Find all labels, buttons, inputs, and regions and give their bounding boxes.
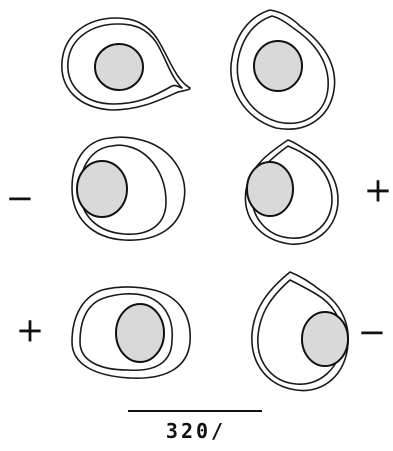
polarity-sign-middle-left: −: [6, 179, 35, 219]
cell-middle-left: [72, 137, 185, 240]
cell-bottom-left: [72, 287, 190, 378]
cell-bottom-right: [252, 272, 348, 391]
cell-bottom-right-nucleus: [302, 312, 348, 366]
cell-bottom-left-nucleus: [116, 304, 164, 362]
polarity-sign-middle-right: +: [364, 171, 393, 211]
cell-top-left: [62, 18, 190, 110]
cell-top-right: [231, 10, 335, 129]
cell-top-right-nucleus: [254, 41, 302, 91]
scale-bar-label: 320/: [166, 419, 226, 443]
cell-middle-left-nucleus: [77, 161, 127, 217]
polarity-sign-bottom-left: +: [16, 311, 45, 351]
cell-top-left-nucleus: [95, 44, 143, 90]
cell-middle-right: [245, 140, 338, 244]
polarity-sign-bottom-right: −: [358, 313, 387, 353]
cell-middle-right-nucleus: [247, 162, 293, 216]
